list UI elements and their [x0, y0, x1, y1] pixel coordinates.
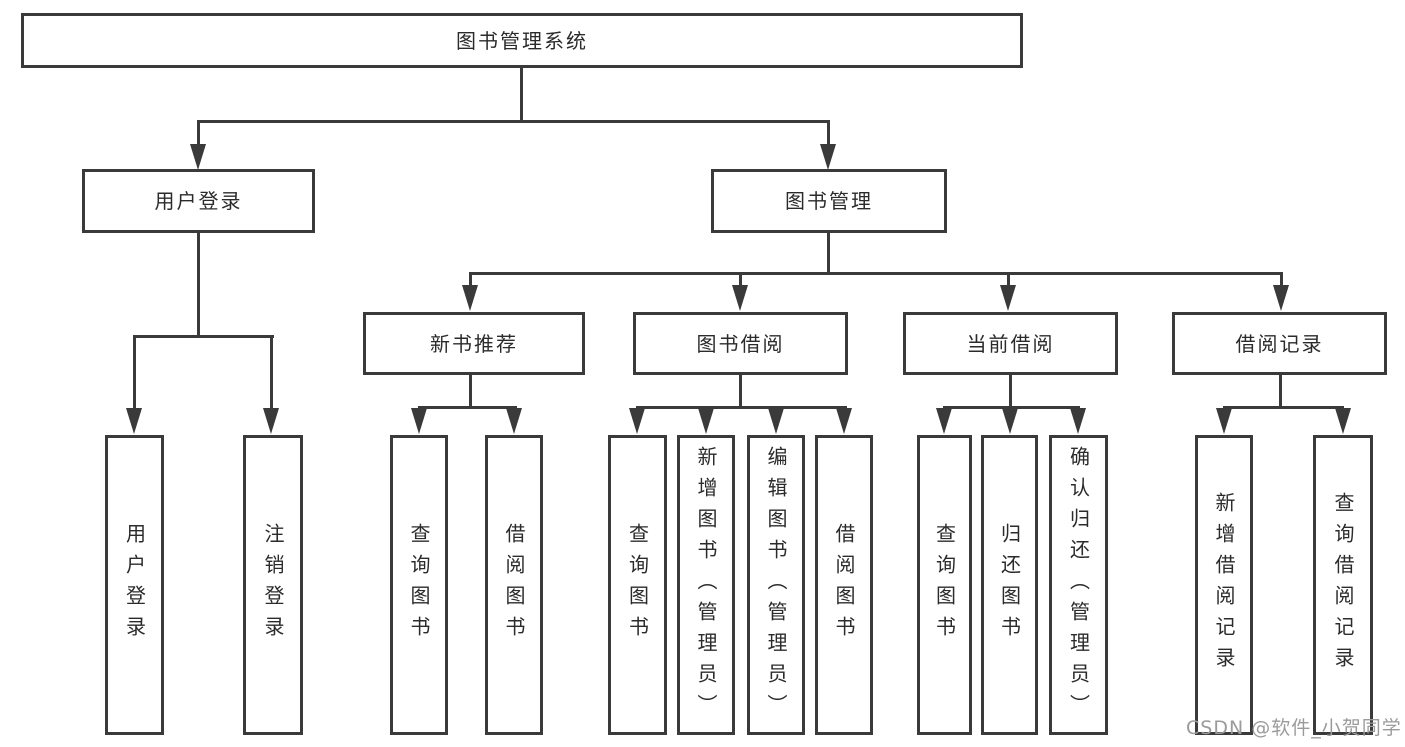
csdn-watermark: CSDN @软件_小贺同学 — [1186, 717, 1402, 739]
connector-line — [133, 335, 136, 410]
connector-line — [520, 68, 523, 120]
arrow-down-icon — [820, 144, 836, 170]
arrow-down-icon — [190, 144, 206, 170]
arrow-down-icon — [836, 408, 852, 434]
connector-line — [197, 233, 200, 335]
leaf-query-books-current: 查询图书 — [917, 435, 972, 735]
connector-line — [1280, 272, 1283, 288]
arrow-down-icon — [732, 285, 748, 311]
connector-line — [827, 233, 830, 272]
leaf-confirm-return-admin: 确认归还（管理员） — [1049, 435, 1108, 735]
connector-line — [133, 335, 274, 338]
connector-line — [469, 272, 472, 288]
connector-line — [1223, 406, 1344, 409]
connector-line — [943, 406, 1080, 409]
node-new-book-recommend: 新书推荐 — [363, 312, 585, 375]
arrow-down-icon — [1000, 285, 1016, 311]
leaf-borrow-books: 借阅图书 — [815, 435, 873, 735]
leaf-edit-books-admin: 编辑图书（管理员） — [747, 435, 805, 735]
arrow-down-icon — [629, 408, 645, 434]
arrow-down-icon — [411, 408, 427, 434]
leaf-query-books-borrow: 查询图书 — [608, 435, 667, 735]
node-library-system: 图书管理系统 — [21, 13, 1023, 68]
node-book-management: 图书管理 — [711, 169, 947, 233]
connector-line — [1007, 272, 1010, 288]
node-user-login: 用户登录 — [82, 169, 315, 233]
arrow-down-icon — [263, 408, 279, 434]
arrow-down-icon — [698, 408, 714, 434]
leaf-query-borrow-record: 查询借阅记录 — [1313, 435, 1373, 735]
connector-line — [827, 120, 830, 146]
connector-line — [1009, 375, 1012, 406]
connector-line — [1279, 375, 1282, 406]
leaf-user-login: 用户登录 — [105, 435, 164, 735]
arrow-down-icon — [1273, 285, 1289, 311]
arrow-down-icon — [506, 408, 522, 434]
arrow-down-icon — [1002, 408, 1018, 434]
arrow-down-icon — [1070, 408, 1086, 434]
connector-line — [469, 272, 1283, 275]
connector-line — [270, 335, 273, 410]
leaf-logout: 注销登录 — [243, 435, 303, 735]
leaf-return-books: 归还图书 — [981, 435, 1038, 735]
leaf-add-books-admin: 新增图书（管理员） — [677, 435, 735, 735]
connector-line — [739, 272, 742, 288]
leaf-query-books-recommend: 查询图书 — [390, 435, 448, 735]
arrow-down-icon — [1216, 408, 1232, 434]
connector-line — [197, 120, 830, 123]
connector-line — [469, 375, 472, 406]
arrow-down-icon — [768, 408, 784, 434]
arrow-down-icon — [1335, 408, 1351, 434]
leaf-add-borrow-record: 新增借阅记录 — [1195, 435, 1253, 735]
node-borrow-records: 借阅记录 — [1172, 312, 1387, 375]
connector-line — [197, 120, 200, 146]
leaf-borrow-books-recommend: 借阅图书 — [485, 435, 543, 735]
connector-line — [739, 375, 742, 406]
connector-line — [418, 406, 517, 409]
node-current-borrow: 当前借阅 — [903, 312, 1118, 375]
arrow-down-icon — [126, 408, 142, 434]
arrow-down-icon — [462, 285, 478, 311]
node-book-borrow: 图书借阅 — [633, 312, 848, 375]
connector-line — [636, 406, 847, 409]
arrow-down-icon — [936, 408, 952, 434]
